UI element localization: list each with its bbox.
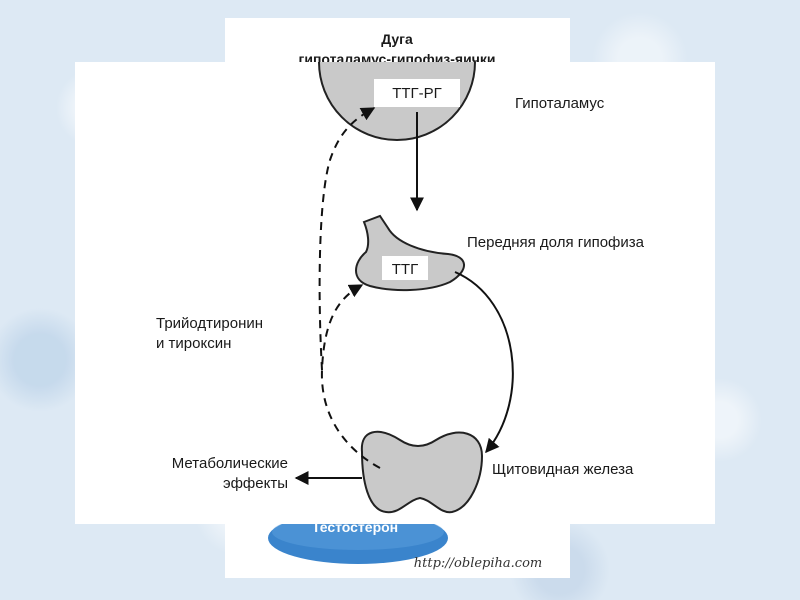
hypothalamus-hormone: ТТГ-РГ	[392, 85, 442, 102]
thyroid-label: Щитовидная железа	[492, 461, 634, 478]
thyroid-shape	[360, 431, 484, 514]
effects-label-line1: Метаболические	[172, 455, 288, 472]
tsh-arrow	[454, 271, 514, 454]
hypothalamus-hormone-box	[374, 79, 460, 107]
pituitary-label: Передняя доля гипофиза	[467, 234, 645, 251]
pituitary-hormone: ТТГ	[392, 261, 418, 278]
effects-label-line2: эффекты	[223, 475, 288, 492]
pituitary-hormone-box	[382, 256, 428, 280]
pill-cover-strip	[270, 520, 450, 524]
feedback-to-pituitary	[320, 284, 381, 469]
feedback-label-line2: и тироксин	[156, 335, 231, 352]
hypothalamus-label: Гипоталамус	[515, 95, 605, 112]
hypothalamus-shape	[318, 62, 476, 141]
source-url: http://oblepiha.com	[414, 556, 542, 571]
feedback-label-line1: Трийодтиронин	[156, 315, 263, 332]
feedback-to-hypothalamus	[318, 107, 376, 371]
back-title-line1: Дуга	[381, 31, 413, 47]
